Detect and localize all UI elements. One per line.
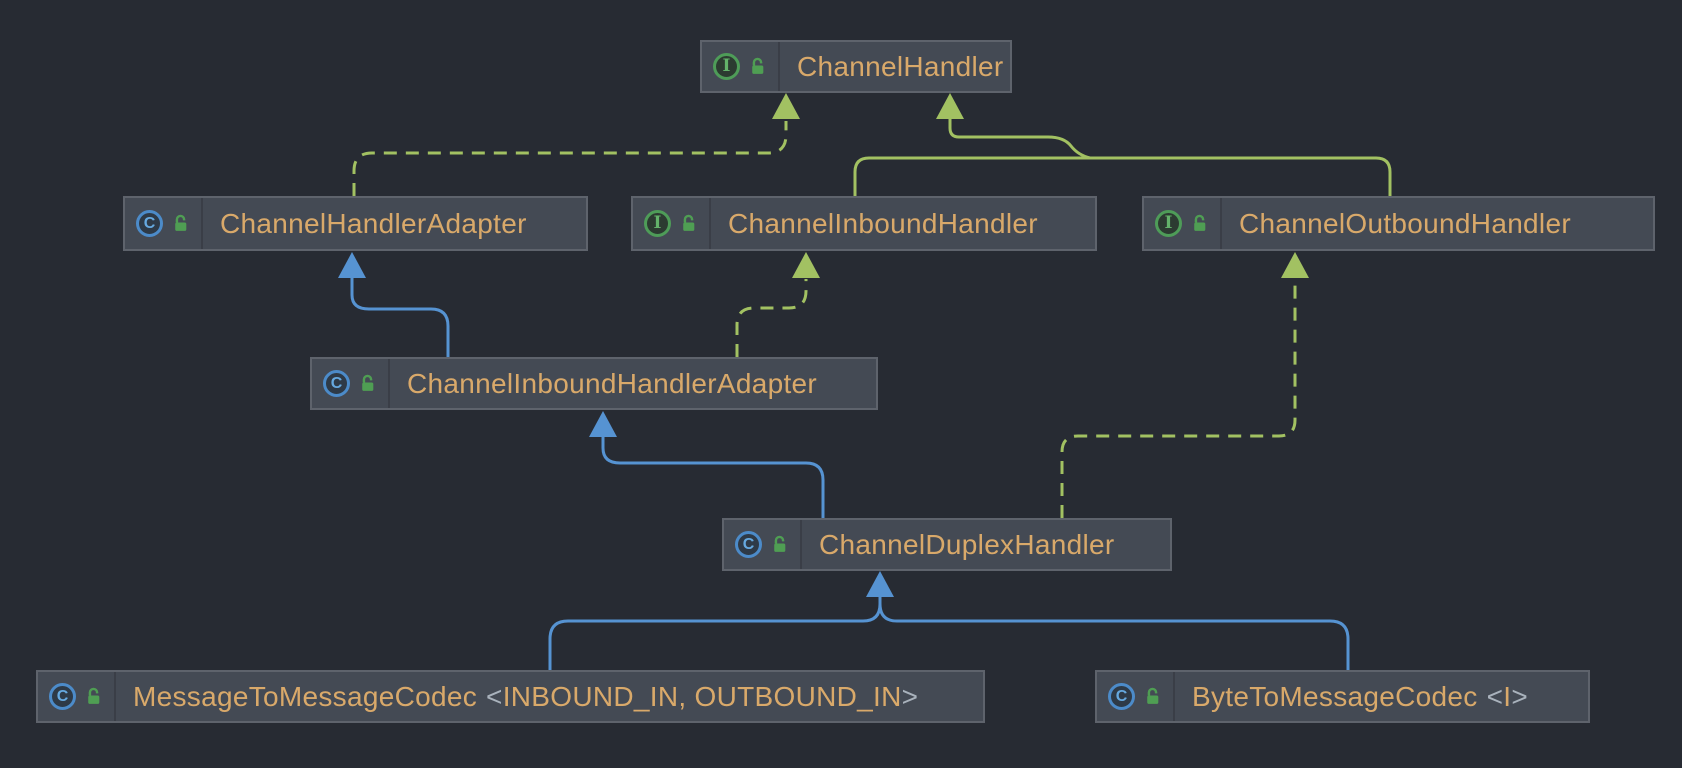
lock-open-icon — [680, 214, 697, 233]
lock-open-icon — [172, 214, 189, 233]
class-icon: C — [735, 531, 762, 558]
edge-channelhandleradapter-implements-channelhandler — [352, 121, 788, 196]
lock-open-icon — [1144, 687, 1161, 706]
lock-open-icon — [749, 57, 766, 76]
inheritance-arrowhead — [792, 252, 820, 278]
node-name: ChannelOutboundHandler — [1239, 207, 1571, 239]
node-name: ChannelInboundHandler — [728, 207, 1038, 239]
node-name: ChannelHandlerAdapter — [220, 207, 527, 239]
class-icon: C — [49, 683, 76, 710]
edge-channelduplexhandler-extends-channelinboundhandleradapter — [601, 437, 825, 518]
inheritance-arrowhead — [589, 411, 617, 437]
uml-node-channeloutboundhandler[interactable]: I ChannelOutboundHandler — [1142, 196, 1655, 251]
node-name: ChannelHandler — [797, 50, 1004, 82]
interface-icon: I — [713, 53, 740, 80]
node-name: MessageToMessageCodec<INBOUND_IN, OUTBOU… — [133, 680, 919, 712]
class-icon: C — [1108, 683, 1135, 710]
uml-node-channelinboundhandler[interactable]: I ChannelInboundHandler — [631, 196, 1097, 251]
edge-channeloutboundhandler-extends-channelhandler — [948, 119, 1091, 160]
lock-open-icon — [85, 687, 102, 706]
generic-parameters: I — [1503, 680, 1512, 712]
node-name: ChannelInboundHandlerAdapter — [407, 367, 818, 399]
inheritance-arrowhead — [866, 571, 894, 597]
edge-channelinboundhandleradapter-extends-channelhandleradapter — [350, 278, 450, 357]
generic-close-bracket: > — [901, 680, 919, 712]
generic-parameters: INBOUND_IN, OUTBOUND_IN — [502, 680, 902, 712]
uml-node-bytetomessagecodec[interactable]: C ByteToMessageCodec<I> — [1095, 670, 1590, 723]
interface-icon: I — [1155, 210, 1182, 237]
lock-open-icon — [771, 535, 788, 554]
lock-open-icon — [1191, 214, 1208, 233]
inheritance-arrowhead — [1281, 252, 1309, 278]
node-name: ChannelDuplexHandler — [819, 528, 1115, 560]
inheritance-arrowhead — [936, 93, 964, 119]
class-icon: C — [136, 210, 163, 237]
generic-open-bracket: < — [486, 680, 503, 712]
edge-messagetomessagecodec-extends-channelduplexhandler — [548, 597, 882, 670]
class-icon: C — [323, 370, 350, 397]
generic-close-bracket: > — [1511, 680, 1528, 712]
edge-channelinboundhandleradapter-implements-channelinboundhandler — [735, 279, 808, 357]
generic-open-bracket: < — [1486, 680, 1504, 712]
uml-node-channelduplexhandler[interactable]: C ChannelDuplexHandler — [722, 518, 1172, 571]
interface-icon: I — [644, 210, 671, 237]
uml-node-channelhandleradapter[interactable]: C ChannelHandlerAdapter — [123, 196, 588, 251]
node-name: ByteToMessageCodec<I> — [1192, 680, 1528, 712]
lock-open-icon — [359, 374, 376, 393]
edge-bytetomessagecodec-extends-channelduplexhandler — [878, 597, 1350, 670]
inheritance-arrowhead — [338, 252, 366, 278]
uml-node-messagetomessagecodec[interactable]: C MessageToMessageCodec<INBOUND_IN, OUTB… — [36, 670, 985, 723]
edge-channelinboundhandler-extends-channelhandler — [853, 156, 1392, 196]
uml-node-channelinboundhandleradapter[interactable]: C ChannelInboundHandlerAdapter — [310, 357, 878, 410]
uml-node-channelhandler[interactable]: I ChannelHandler — [700, 40, 1012, 93]
edge-channelduplexhandler-implements-channeloutboundhandler — [1060, 279, 1297, 518]
inheritance-arrowhead — [772, 93, 800, 119]
